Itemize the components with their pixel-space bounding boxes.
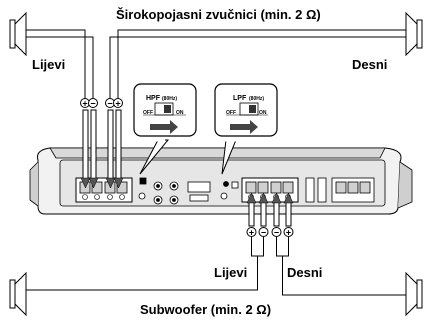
subwoofer-label: Subwoofer (min. 2 Ω) <box>140 302 272 317</box>
speaker-terminal-block <box>75 177 133 203</box>
subwoofer-left-label: Lijevi <box>214 265 248 280</box>
power-block <box>305 177 375 203</box>
lpf-switch-freq: (80Hz) <box>249 96 264 102</box>
subwoofer-right-label: Desni <box>287 265 323 280</box>
top-polarity-markers: + − − + <box>80 98 123 109</box>
polarity-minus: − <box>90 99 95 109</box>
hpf-callout: HPF (80Hz) OFF ON <box>133 83 197 175</box>
polarity-plus: + <box>82 99 87 109</box>
top-arrows <box>80 109 124 189</box>
speaker-left-label: Lijevi <box>32 57 66 72</box>
polarity-plus: + <box>115 99 120 109</box>
polarity-minus: − <box>107 99 112 109</box>
hpf-switch-name: HPF <box>146 95 161 102</box>
hpf-switch-freq: (80Hz) <box>162 96 177 102</box>
polarity-plus: + <box>249 228 254 238</box>
speaker-top-right <box>405 11 423 57</box>
top-speaker-wires <box>26 29 406 98</box>
polarity-plus: + <box>286 228 291 238</box>
subwoofer-left <box>9 271 27 317</box>
broadband-speakers-label: Širokopojasni zvučnici (min. 2 Ω) <box>116 7 321 22</box>
hpf-on-label: ON <box>176 110 184 116</box>
amplifier-controls <box>138 177 239 205</box>
speaker-right-label: Desni <box>352 57 388 72</box>
bottom-polarity-markers: + − − + <box>246 227 294 238</box>
bottom-subwoofer-wires <box>26 237 406 296</box>
lpf-switch-name: LPF <box>233 95 247 102</box>
polarity-minus: − <box>261 228 266 238</box>
speaker-top-left <box>9 11 27 57</box>
hpf-off-label: OFF <box>143 110 153 116</box>
lpf-callout: LPF (80Hz) OFF ON <box>214 83 278 175</box>
polarity-minus: − <box>274 228 279 238</box>
lpf-off-label: OFF <box>226 110 236 116</box>
subwoofer-right <box>405 271 423 317</box>
lpf-on-label: ON <box>259 110 267 116</box>
bottom-arrows <box>246 192 294 227</box>
